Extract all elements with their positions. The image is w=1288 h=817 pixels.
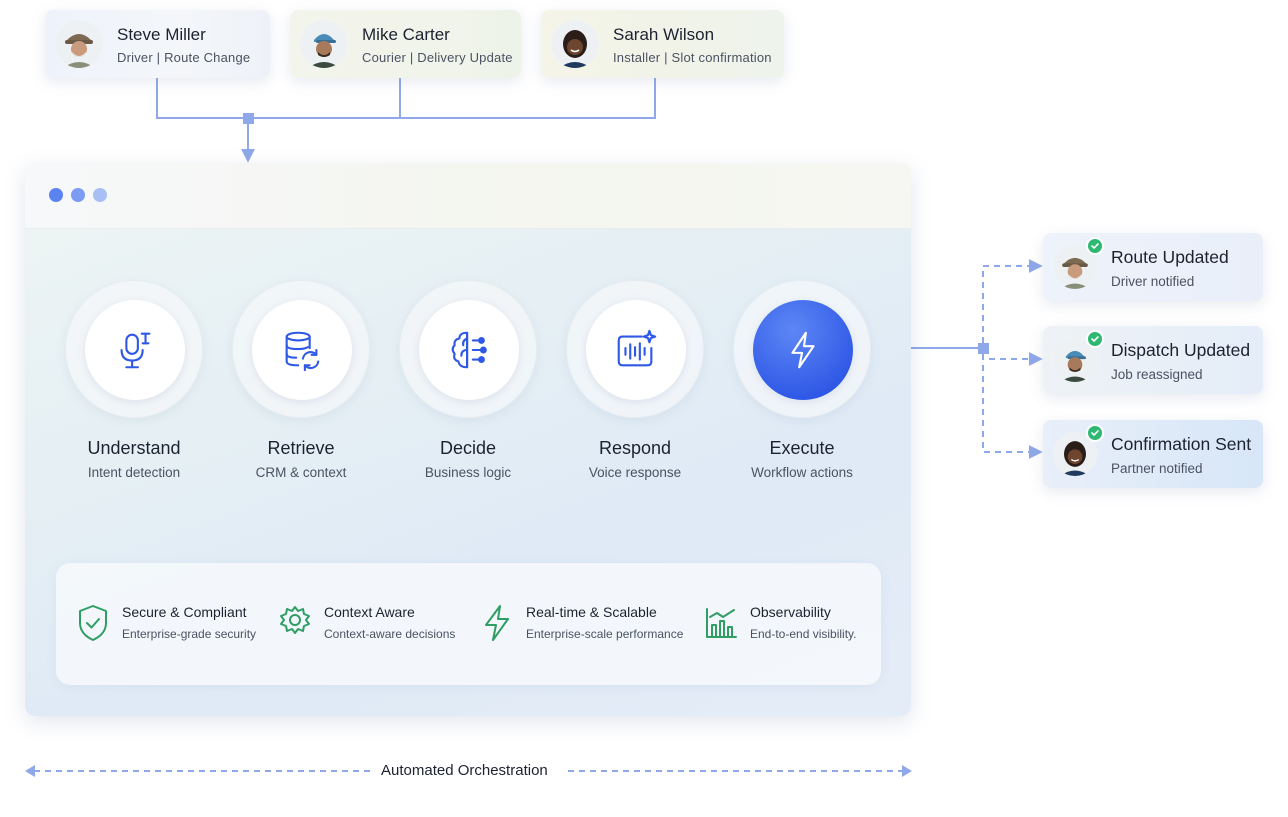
orchestration-window: Understand Intent detection Retrieve CRM…	[25, 163, 911, 716]
caller-name: Mike Carter	[362, 24, 450, 44]
feature-title: Observability	[750, 604, 831, 620]
feature-secure: Secure & Compliant Enterprise-grade secu…	[76, 603, 256, 643]
feature-realtime: Real-time & Scalable Enterprise-scale pe…	[480, 603, 683, 643]
orchestration-label: Automated Orchestration	[373, 762, 556, 779]
result-subtitle: Driver notified	[1111, 273, 1195, 289]
step-title: Execute	[769, 438, 835, 458]
step-title: Respond	[598, 438, 672, 458]
result-title: Dispatch Updated	[1111, 339, 1251, 360]
caller-subtitle: Installer | Slot confirmation	[613, 49, 772, 65]
feature-subtitle: End-to-end visibility.	[750, 627, 857, 641]
voice-wave-icon	[617, 329, 657, 367]
bar-chart-icon	[706, 608, 737, 638]
feature-subtitle: Context-aware decisions	[324, 627, 456, 641]
feature-context: Context Aware Context-aware decisions	[278, 603, 455, 643]
step-title: Decide	[439, 438, 497, 458]
step-subtitle: Intent detection	[87, 465, 181, 480]
check-icon	[1086, 237, 1104, 255]
step-respond	[566, 280, 704, 418]
check-icon	[1086, 330, 1104, 348]
gear-icon	[280, 606, 310, 634]
caller-card-sarah-wilson: Sarah Wilson Installer | Slot confirmati…	[541, 10, 784, 78]
step-subtitle: Workflow actions	[751, 465, 853, 480]
result-subtitle: Job reassigned	[1111, 366, 1203, 382]
window-titlebar	[25, 163, 911, 229]
check-icon	[1086, 424, 1104, 442]
caller-subtitle: Courier | Delivery Update	[362, 49, 513, 65]
feature-title: Real-time & Scalable	[526, 604, 657, 620]
result-card-confirmation-sent: Confirmation Sent Partner notified	[1043, 420, 1263, 488]
caller-subtitle: Driver | Route Change	[117, 49, 251, 65]
step-retrieve	[232, 280, 370, 418]
step-decide	[399, 280, 537, 418]
features-panel: Secure & Compliant Enterprise-grade secu…	[56, 563, 881, 685]
shield-check-icon	[79, 605, 107, 641]
lightning-icon	[791, 331, 815, 369]
microphone-icon	[120, 332, 151, 369]
caller-name: Sarah Wilson	[613, 24, 715, 44]
feature-observability: Observability End-to-end visibility.	[704, 603, 857, 643]
result-title: Route Updated	[1111, 246, 1229, 267]
step-execute	[733, 280, 871, 418]
database-sync-icon	[285, 331, 320, 372]
step-understand	[65, 280, 203, 418]
step-title: Understand	[87, 438, 181, 458]
lightning-outline-icon	[485, 605, 509, 641]
merge-node	[243, 113, 254, 124]
step-subtitle: Business logic	[424, 465, 512, 480]
feature-title: Secure & Compliant	[122, 604, 247, 620]
result-card-dispatch-updated: Dispatch Updated Job reassigned	[1043, 326, 1263, 394]
feature-title: Context Aware	[324, 604, 415, 620]
window-dot-3	[93, 188, 107, 202]
feature-subtitle: Enterprise-grade security	[122, 627, 257, 641]
brain-network-icon	[451, 331, 487, 369]
split-node	[978, 343, 989, 354]
caller-name: Steve Miller	[117, 24, 206, 44]
feature-subtitle: Enterprise-scale performance	[526, 627, 684, 641]
avatar-sarah-wilson	[551, 20, 599, 68]
result-card-route-updated: Route Updated Driver notified	[1043, 233, 1263, 301]
caller-card-steve-miller: Steve Miller Driver | Route Change	[45, 10, 270, 78]
step-title: Retrieve	[267, 438, 335, 458]
result-subtitle: Partner notified	[1111, 460, 1203, 476]
result-title: Confirmation Sent	[1111, 433, 1252, 454]
window-dot-1	[49, 188, 63, 202]
step-subtitle: Voice response	[588, 465, 682, 480]
avatar-mike-carter	[300, 20, 348, 68]
avatar-steve-miller	[55, 20, 103, 68]
step-subtitle: CRM & context	[255, 465, 347, 480]
window-dot-2	[71, 188, 85, 202]
caller-card-mike-carter: Mike Carter Courier | Delivery Update	[290, 10, 521, 78]
